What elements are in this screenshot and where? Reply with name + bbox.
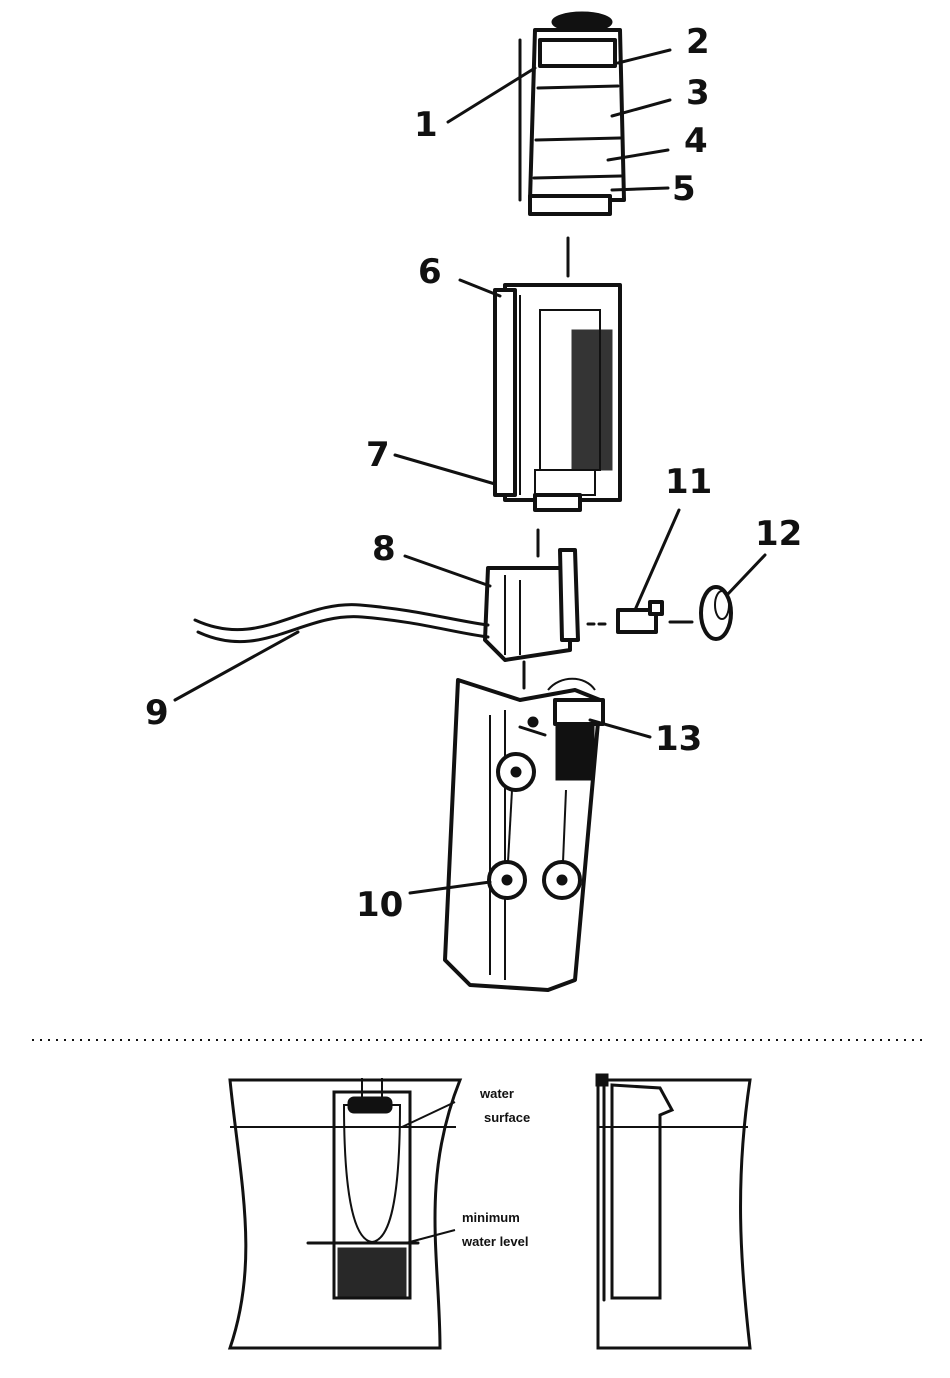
callout-1: 1 (414, 105, 438, 145)
pump (485, 550, 578, 660)
callout-8: 8 (372, 529, 396, 569)
callout-13: 13 (655, 719, 702, 759)
filter-cartridge (520, 12, 624, 214)
minimum-level-label-2: water level (461, 1234, 529, 1249)
callout-12: 12 (755, 514, 802, 554)
side-view-aquarium (596, 1074, 750, 1348)
callout-11: 11 (665, 462, 712, 502)
callout-6: 6 (418, 252, 442, 292)
callout-3: 3 (686, 73, 710, 113)
callout-5: 5 (672, 169, 696, 209)
callout-2: 2 (686, 22, 710, 62)
front-view-aquarium: water surface minimum water level (230, 1078, 530, 1348)
water-surface-label-1: water (479, 1086, 514, 1101)
callout-10: 10 (356, 885, 403, 925)
callout-7: 7 (366, 435, 390, 475)
callout-4: 4 (684, 121, 708, 161)
power-cable (195, 605, 488, 642)
water-surface-label-2: surface (484, 1110, 530, 1125)
base-plate (445, 679, 603, 990)
filter-housing (495, 285, 620, 510)
callout-9: 9 (145, 693, 169, 733)
minimum-level-label-1: minimum (462, 1210, 520, 1225)
outlet-nozzle (588, 602, 692, 632)
